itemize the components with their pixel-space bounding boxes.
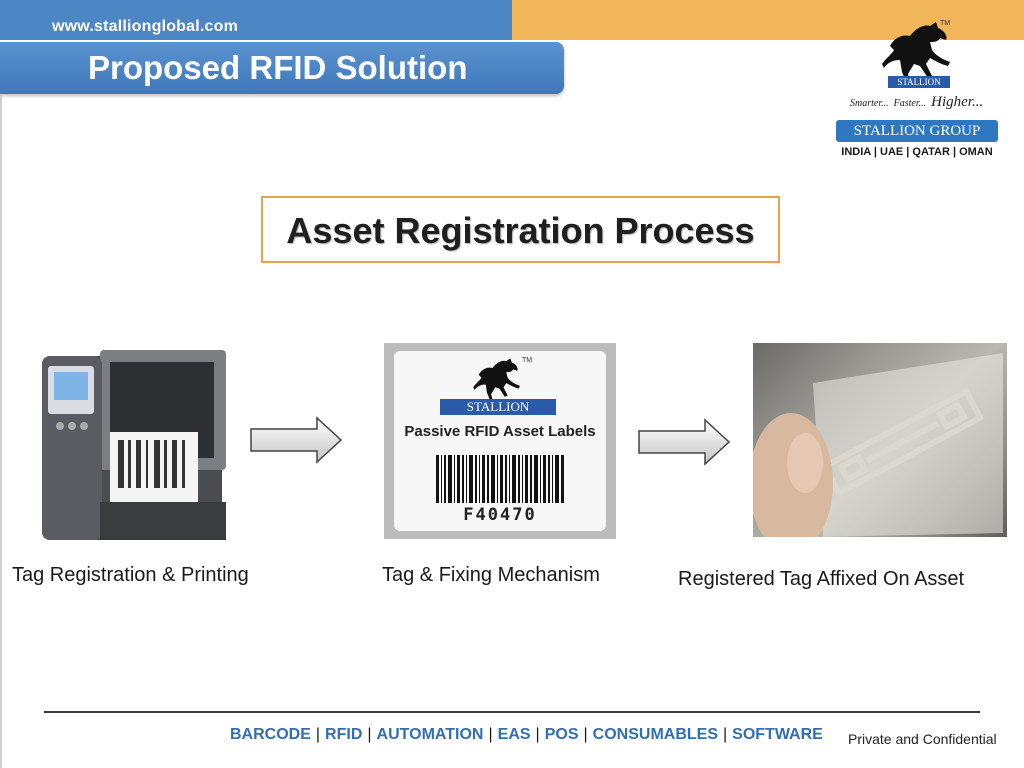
stallion-logo: TM STALLION Smarter... Faster... Higher.…	[832, 14, 1008, 164]
title-banner	[0, 42, 564, 94]
label-brand: STALLION	[440, 399, 556, 415]
barcode-icon	[436, 455, 564, 503]
top-bar-blue	[0, 0, 512, 40]
horse-icon	[882, 22, 950, 82]
rfid-printer-image	[42, 350, 226, 540]
group-badge: STALLION GROUP	[836, 120, 998, 142]
label-text: Passive RFID Asset Labels	[404, 423, 596, 440]
arrow-right-icon	[250, 416, 343, 464]
rfid-tag-icon	[753, 353, 1003, 537]
footer-link-automation: AUTOMATION	[376, 726, 484, 743]
footer-links: BARCODE|RFID|AUTOMATION|EAS|POS|CONSUMAB…	[230, 726, 823, 743]
horse-icon	[473, 358, 520, 400]
brand-badge: STALLION	[888, 76, 950, 88]
barcode-number: F40470	[463, 505, 537, 525]
trademark: TM	[940, 20, 951, 27]
footer-link-pos: POS	[544, 726, 579, 743]
section-title: Asset Registration Process	[286, 210, 755, 251]
step-caption-printing: Tag Registration & Printing	[12, 564, 249, 586]
countries: INDIA | UAE | QATAR | OMAN	[841, 146, 993, 158]
footer-link-software: SOFTWARE	[732, 726, 823, 743]
label-trademark: TM	[522, 357, 533, 364]
arrow-right-icon	[638, 418, 731, 466]
footer-rule	[44, 711, 980, 713]
step-caption-fixing: Tag & Fixing Mechanism	[382, 564, 600, 586]
left-rule	[0, 94, 2, 768]
rfid-tag-photo	[753, 343, 1007, 537]
page-title: Proposed RFID Solution	[88, 49, 468, 86]
step-caption-affixed: Registered Tag Affixed On Asset	[678, 568, 965, 590]
footer-link-eas: EAS	[497, 726, 531, 743]
site-url: www.stallionglobal.com	[52, 18, 239, 35]
footer-link-consumables: CONSUMABLES	[592, 726, 718, 743]
tagline: Smarter... Faster... Higher...	[850, 94, 984, 110]
section-title-box: Asset Registration Process	[261, 196, 780, 263]
label-inner: TM STALLION Passive RFID Asset Labels	[394, 351, 606, 531]
confidential-note: Private and Confidential	[848, 731, 997, 747]
footer-link-barcode: BARCODE	[230, 726, 311, 743]
rfid-asset-label-image: TM STALLION Passive RFID Asset Labels	[384, 343, 616, 539]
footer-link-rfid: RFID	[325, 726, 363, 743]
